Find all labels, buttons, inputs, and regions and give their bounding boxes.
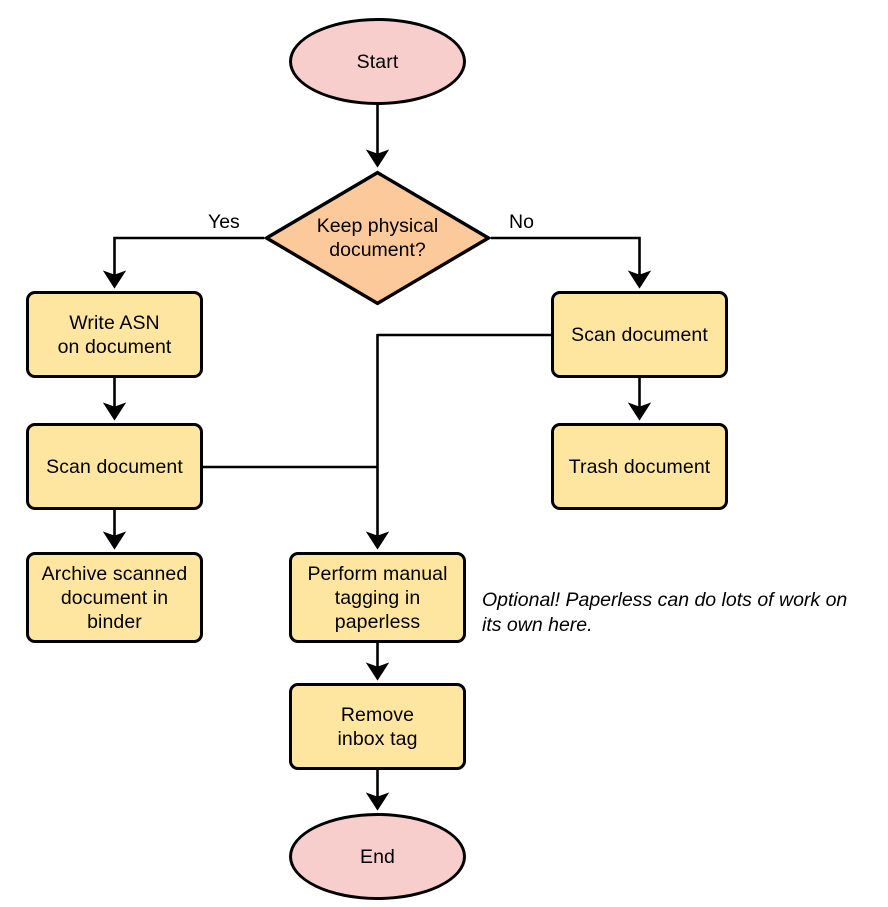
node-start-label: Start [356,50,399,73]
node-archive-scanned-document-in-binder[interactable]: Archive scanned document in binder [26,552,203,643]
node-end[interactable]: End [289,813,466,900]
node-start[interactable]: Start [289,18,466,105]
annotation-optional-paperless: Optional! Paperless can do lots of work … [482,589,848,636]
node-remove-inbox-tag[interactable]: Remove inbox tag [289,683,466,770]
node-scan-document-left-label: Scan document [46,455,183,478]
edge-decision-yes-to-write-asn [102,236,264,289]
node-end-label: End [360,845,395,868]
edge-label-no: No [509,211,534,233]
node-scan-document-right[interactable]: Scan document [551,291,728,378]
node-write-asn-label: Write ASN on document [57,311,172,358]
node-trash-document-label: Trash document [568,455,711,478]
node-decision-keep-physical-document[interactable]: Keep physical document? [264,170,491,306]
node-tagging-label: Perform manual tagging in paperless [307,562,448,633]
node-scan-document-left[interactable]: Scan document [26,423,203,510]
node-scan-document-right-label: Scan document [571,323,708,346]
edge-decision-no-to-scan-right [491,236,652,289]
node-write-asn-on-document[interactable]: Write ASN on document [26,291,203,378]
node-decision-label: Keep physical document? [316,215,439,261]
node-remove-inbox-tag-label: Remove inbox tag [337,703,418,750]
node-archive-label: Archive scanned document in binder [41,562,188,633]
node-perform-manual-tagging-in-paperless[interactable]: Perform manual tagging in paperless [289,552,466,643]
diamond-shape [264,170,491,306]
node-trash-document[interactable]: Trash document [551,423,728,510]
edge-label-yes: Yes [208,211,240,233]
